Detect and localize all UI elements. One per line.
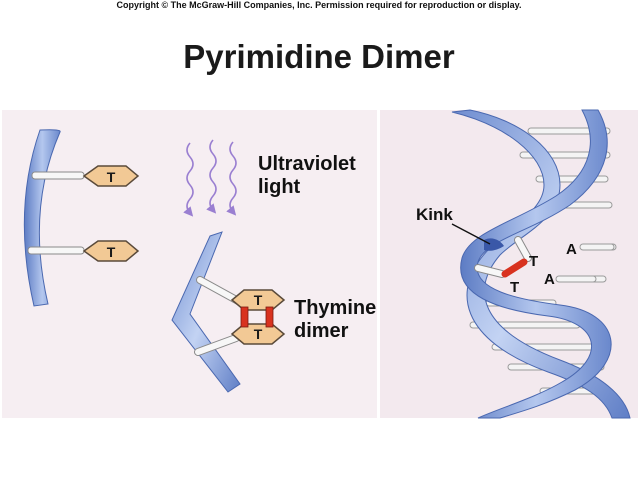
dimer-bond-right [265,306,274,328]
helix-adenine-upper: A [566,241,577,258]
uv-light-arrows [183,139,237,217]
dimer-letter-lower: T [254,326,263,342]
uv-label-line2: light [258,176,301,198]
thymine-letter-upper: T [107,169,116,185]
thymine-base-lower: T [82,240,140,262]
helix-dimer [474,236,532,278]
dna-backbone-bent [171,231,241,393]
thymine-base-upper: T [82,165,140,187]
page-title: Pyrimidine Dimer [183,38,455,75]
adenine-sticks [555,243,615,283]
kink-notch [484,238,504,251]
uv-label-line1: Ultraviolet [258,153,356,175]
copyright-notice: Copyright © The McGraw-Hill Companies, I… [116,0,522,10]
dimer-bond-left [240,306,249,328]
helix-thymine-lower: T [510,279,519,296]
thymine-letter-lower: T [107,244,116,260]
kink-label: Kink [416,205,453,224]
helix-thymine-upper: T [529,253,538,270]
left-panel-background [2,110,377,418]
dimer-label-line1: Thymine [294,297,377,319]
dimer-letter-upper: T [254,292,263,308]
dimer-connector-lower [194,334,240,356]
helix-adenine-lower: A [544,271,555,288]
sugar-connector-upper [31,171,85,180]
sugar-connector-lower [27,246,85,255]
kink-pointer-line [451,223,491,245]
dimer-label-line2: dimer [294,320,349,342]
dna-backbone-curved [23,129,61,307]
double-helix: T T A A [451,109,631,419]
thymine-dimer: T T [230,289,286,345]
